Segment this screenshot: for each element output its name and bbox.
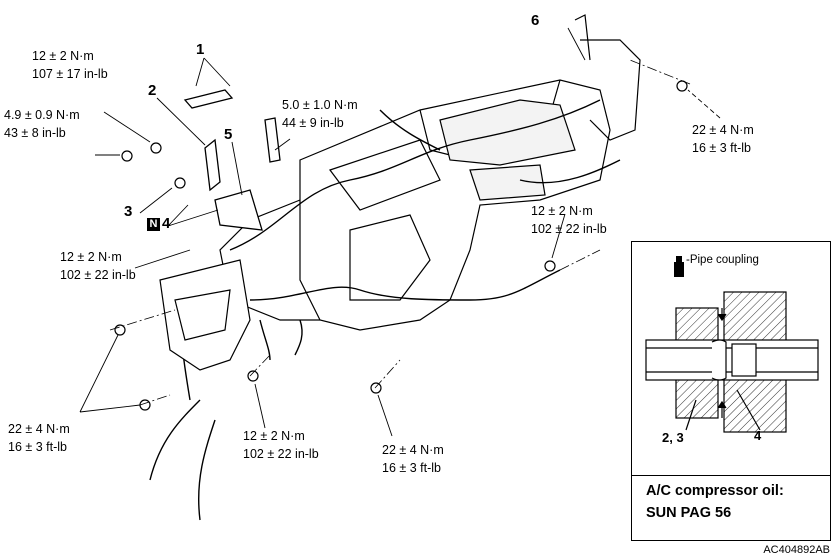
torque-label: 12 ± 2 N·m 102 ± 22 in-lb: [60, 248, 136, 284]
torque-value-ftlb: 16 ± 3 ft-lb: [692, 141, 751, 155]
coupling-section-drawing: [645, 291, 819, 433]
torque-value-nm: 22 ± 4 N·m: [692, 123, 754, 137]
torque-value-nm: 12 ± 2 N·m: [60, 250, 122, 264]
axis-lines: [109, 59, 691, 406]
oil-note-line-1: A/C compressor oil:: [646, 483, 784, 499]
callout-5: 5: [224, 126, 233, 143]
torque-value-nm: 12 ± 2 N·m: [32, 49, 94, 63]
torque-value-inlb: 102 ± 22 in-lb: [60, 268, 136, 282]
callout-3: 3: [124, 203, 133, 220]
refrigerant-pipes: [183, 89, 281, 231]
torque-label: 5.0 ± 1.0 N·m 44 ± 9 in-lb: [282, 96, 358, 132]
torque-label: 12 ± 2 N·m 107 ± 17 in-lb: [32, 47, 108, 83]
pipe-coupling-legend: -Pipe coupling: [686, 254, 759, 266]
compressor-oil-note: A/C compressor oil: SUN PAG 56: [632, 475, 830, 540]
callout-2-3: 2, 3: [662, 430, 684, 445]
torque-value-nm: 12 ± 2 N·m: [531, 204, 593, 218]
torque-label: 12 ± 2 N·m 102 ± 22 in-lb: [243, 427, 319, 463]
oil-note-line-2: SUN PAG 56: [646, 505, 732, 521]
torque-value-nm: 5.0 ± 1.0 N·m: [282, 98, 358, 112]
torque-label: 22 ± 4 N·m 16 ± 3 ft-lb: [692, 121, 754, 157]
callout-4: 4: [162, 215, 171, 232]
callout-6: 6: [531, 12, 540, 29]
torque-value-inlb: 102 ± 22 in-lb: [531, 222, 607, 236]
torque-label: 12 ± 2 N·m 102 ± 22 in-lb: [531, 202, 607, 238]
callout-2: 2: [148, 82, 157, 99]
pipe-coupling-inset: -Pipe coupling 2, 3 4 A/C compressor oil…: [631, 241, 831, 541]
torque-value-inlb: 102 ± 22 in-lb: [243, 447, 319, 461]
callout-4-inset: 4: [754, 428, 762, 443]
leader-lines: [79, 27, 721, 437]
lower-bracket: [159, 259, 251, 371]
torque-label: 22 ± 4 N·m 16 ± 3 ft-lb: [8, 420, 70, 456]
n-badge-icon: N: [147, 218, 160, 231]
torque-value-inlb: 44 ± 9 in-lb: [282, 116, 344, 130]
torque-value-nm: 4.9 ± 0.9 N·m: [4, 108, 80, 122]
torque-value-inlb: 43 ± 8 in-lb: [4, 126, 66, 140]
heater-unit: [219, 14, 641, 331]
torque-label: 22 ± 4 N·m 16 ± 3 ft-lb: [382, 441, 444, 477]
torque-value-nm: 22 ± 4 N·m: [382, 443, 444, 457]
pipe-coupling-icon: [674, 256, 684, 277]
figure-code: AC404892AB: [763, 544, 830, 556]
callout-1: 1: [196, 41, 205, 58]
bolt-icon: [114, 80, 688, 411]
torque-value-ftlb: 16 ± 3 ft-lb: [382, 461, 441, 475]
torque-value-inlb: 107 ± 17 in-lb: [32, 67, 108, 81]
torque-value-ftlb: 16 ± 3 ft-lb: [8, 440, 67, 454]
torque-value-nm: 22 ± 4 N·m: [8, 422, 70, 436]
torque-value-nm: 12 ± 2 N·m: [243, 429, 305, 443]
torque-label: 4.9 ± 0.9 N·m 43 ± 8 in-lb: [4, 106, 80, 142]
